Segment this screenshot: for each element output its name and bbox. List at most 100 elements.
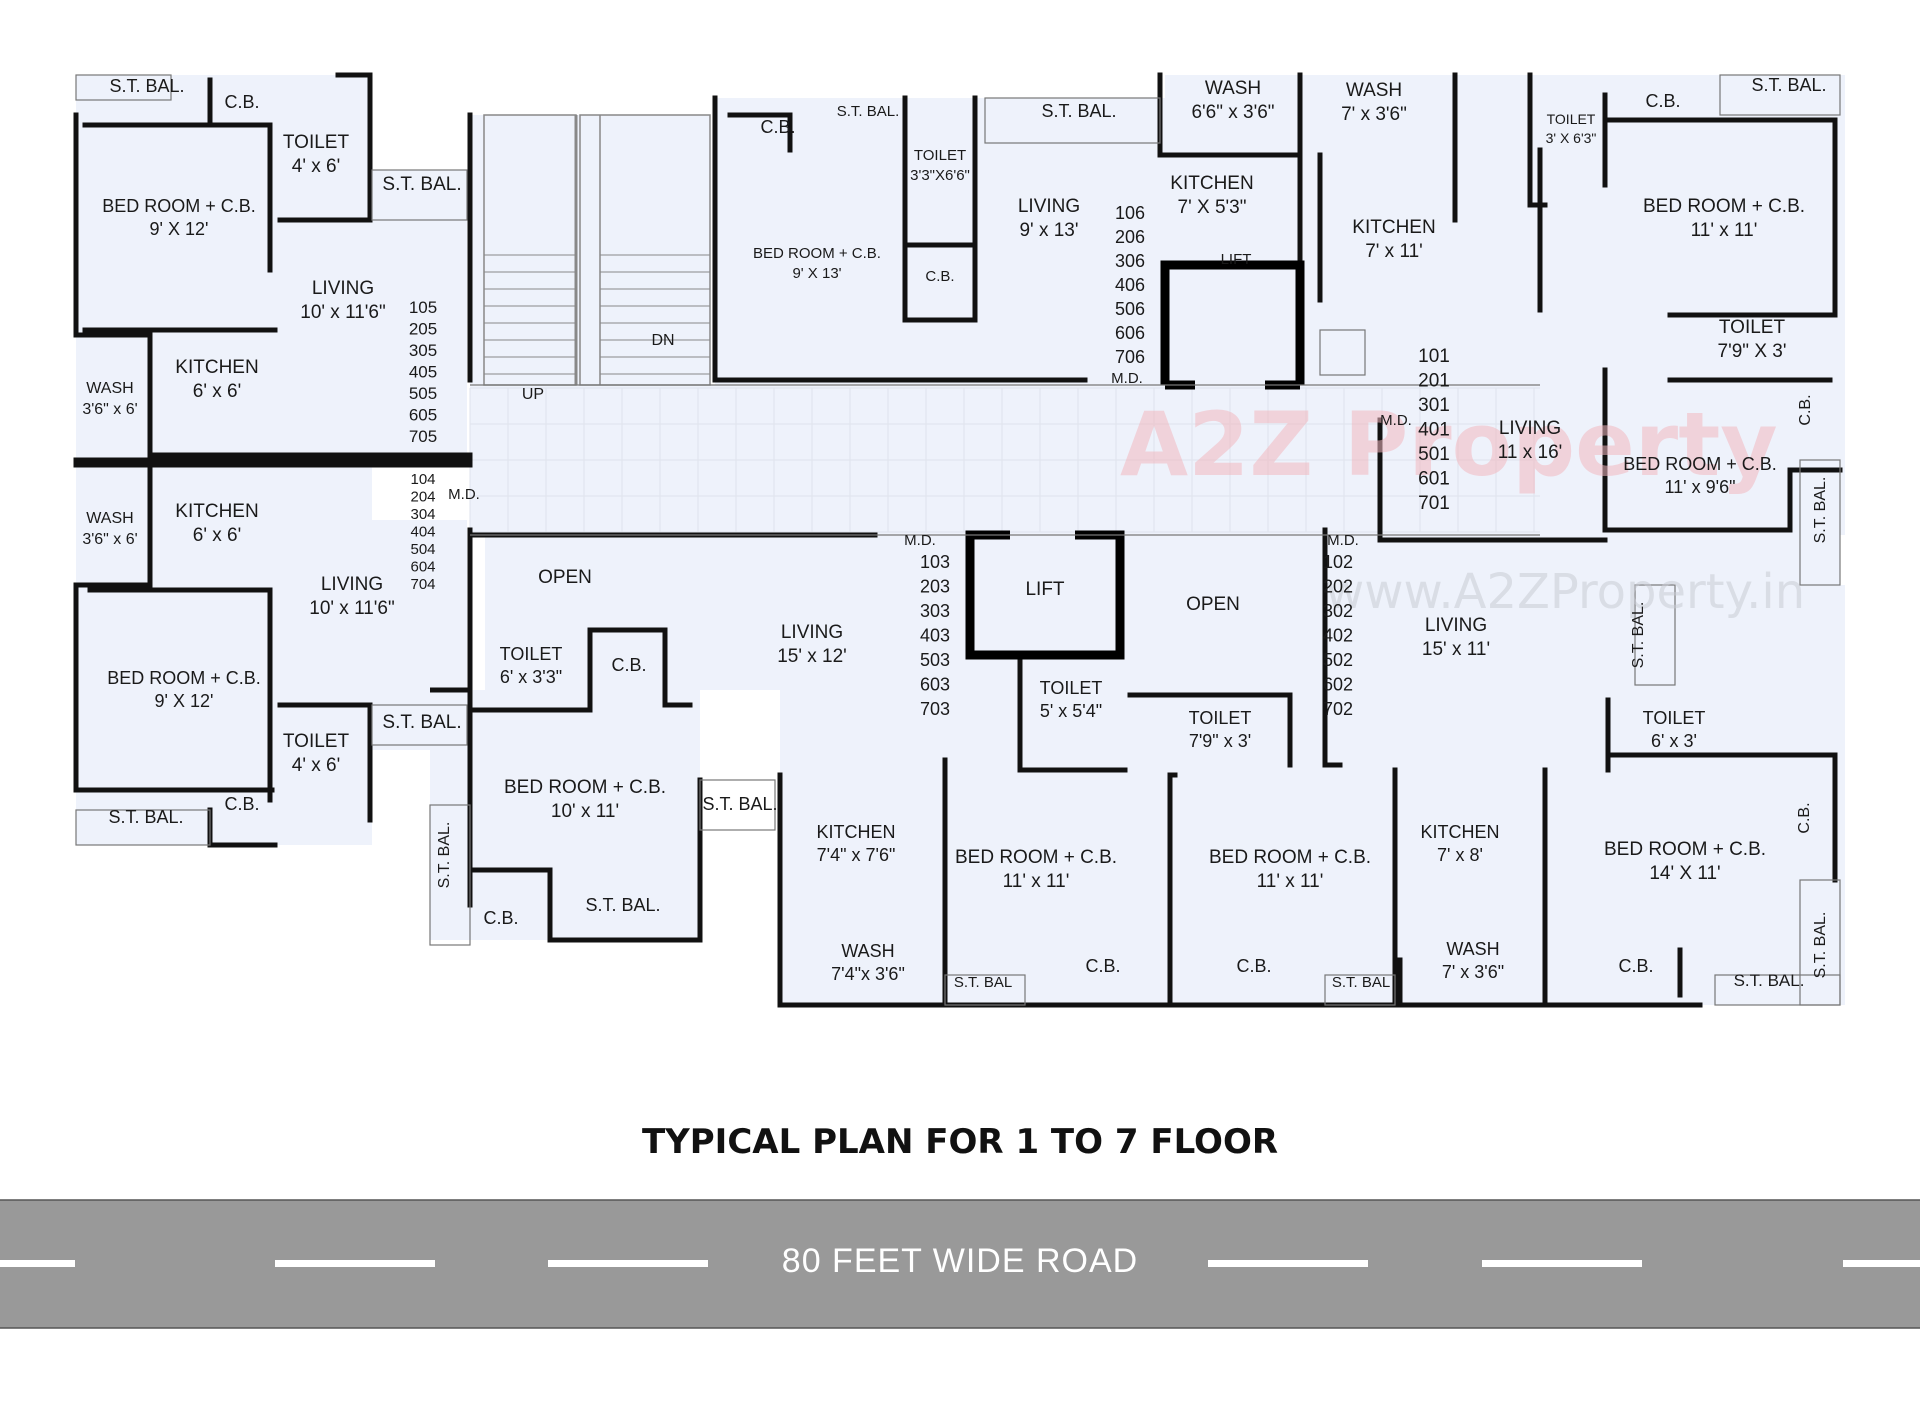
flat-number: 503 [920,650,950,670]
flat-number: 506 [1115,299,1145,319]
room-name: BED ROOM + C.B. [1604,839,1766,860]
room-dimension: 9' X 12' [150,219,209,239]
room-label: LIFT [1025,579,1064,600]
plan-title: TYPICAL PLAN FOR 1 TO 7 FLOOR [642,1122,1278,1162]
flat-number: 404 [410,524,435,541]
flat-number: 202 [1323,577,1353,597]
flat-number: 601 [1418,469,1450,490]
room-dimension: 9' X 12' [155,691,214,711]
room-label: C.B. [1645,91,1680,111]
room-label: BED ROOM + C.B.11' x 11' [955,847,1117,892]
flat-number: 203 [920,577,950,597]
room-label: S.T. BAL. [436,822,453,889]
room-dimension: 7'9" X 3' [1718,341,1787,362]
flat-number: 104 [410,471,435,488]
room-name: WASH [1346,80,1402,101]
flat-number: 201 [1418,371,1450,392]
room-label: OPEN [538,567,592,588]
room-name: S.T. BAL. [109,76,184,96]
flat-number: 703 [920,699,950,719]
flat-number: 606 [1115,323,1145,343]
room-label: S.T. BAL. [837,103,900,120]
room-name: OPEN [1186,594,1240,615]
flat-number: 504 [410,541,435,558]
room-dimension: 4' x 6' [292,156,340,177]
room-label: S.T. BAL. [1812,477,1829,544]
room-label: BED ROOM + C.B. 10' x 11' [504,777,666,822]
room-name: C.B. [1645,91,1680,111]
room-dimension: 4' x 6' [292,755,340,776]
room-name: TOILET [1189,708,1252,728]
room-dimension: 14' X 11' [1649,863,1720,884]
room-dimension: 7' x 3'6" [1341,104,1407,125]
room-dimension: 6'6" x 3'6" [1191,102,1274,123]
flat-number: 604 [410,559,435,576]
flat-number: 204 [410,489,435,506]
flat-number: 502 [1323,650,1353,670]
room-dimension: 7' x 11' [1365,241,1423,262]
room-name: KITCHEN [175,357,258,378]
marker-label: M.D. [1327,532,1359,549]
room-name: WASH [841,941,894,961]
room-dimension: 5' x 5'4" [1040,701,1102,721]
room-name: S.T. BAL. [1630,602,1647,669]
room-name: BED ROOM + C.B. [1209,847,1371,868]
flat-number: 205 [409,320,437,339]
room-dimension: 3'6" x 6' [82,401,137,418]
room-name: BED ROOM + C.B. [102,196,256,216]
room-dimension: 3'3"X6'6" [910,167,970,184]
room-name: BED ROOM + C.B. [107,668,261,688]
room-label: S.T. BAL [1332,974,1390,991]
room-label: BED ROOM + C.B.11' x 11' [1643,196,1805,241]
room-dimension: 7' x 8' [1437,845,1483,865]
room-name: C.B. [925,268,954,285]
flat-number: 302 [1323,601,1353,621]
room-name: BED ROOM + C.B. [504,777,666,798]
room-name: WASH [1446,939,1499,959]
watermark-site: www.A2ZProperty.in [1325,564,1805,620]
flat-number: 402 [1323,626,1353,646]
room-name: TOILET [1547,111,1596,127]
room-dimension: 15' x 11' [1422,639,1490,660]
room-label: S.T. BAL. [702,794,777,814]
flat-number: 206 [1115,227,1145,247]
room-label: BED ROOM + C.B.11' x 9'6" [1623,454,1777,497]
room-name: LIFT [1221,251,1252,268]
watermark: A2Z Property www.A2ZProperty.in [1120,393,1805,620]
marker-label: M.D. [904,532,936,549]
flat-number: 105 [409,298,437,317]
room-name: KITCHEN [816,822,895,842]
room-name: LIVING [1499,418,1561,439]
flat-number: 405 [409,363,437,382]
room-name: S.T. BAL. [108,807,183,827]
room-label: C.B. [1618,956,1653,976]
room-name: S.T. BAL. [702,794,777,814]
room-name: S.T. BAL. [1751,75,1826,95]
flat-number: 701 [1418,493,1450,514]
room-name: C.B. [1796,802,1813,833]
room-label: S.T. BAL. [382,174,461,195]
room-dimension: 7' x 3'6" [1442,962,1504,982]
room-label: BED ROOM + C.B.9' X 13' [753,245,881,282]
room-label: WASH 7' x 3'6" [1341,80,1407,125]
room-name: C.B. [1236,956,1271,976]
room-name: TOILET [283,731,350,752]
room-label: S.T. BAL. [108,807,183,827]
room-label: BED ROOM + C.B. 9' X 12' [102,196,256,239]
flat-number: 705 [409,427,437,446]
room-dimension: 6' x 6' [193,525,241,546]
flat-number: 603 [920,675,950,695]
room-dimension: 10' x 11' [551,801,619,822]
room-label: S.T. BAL. [382,712,461,733]
